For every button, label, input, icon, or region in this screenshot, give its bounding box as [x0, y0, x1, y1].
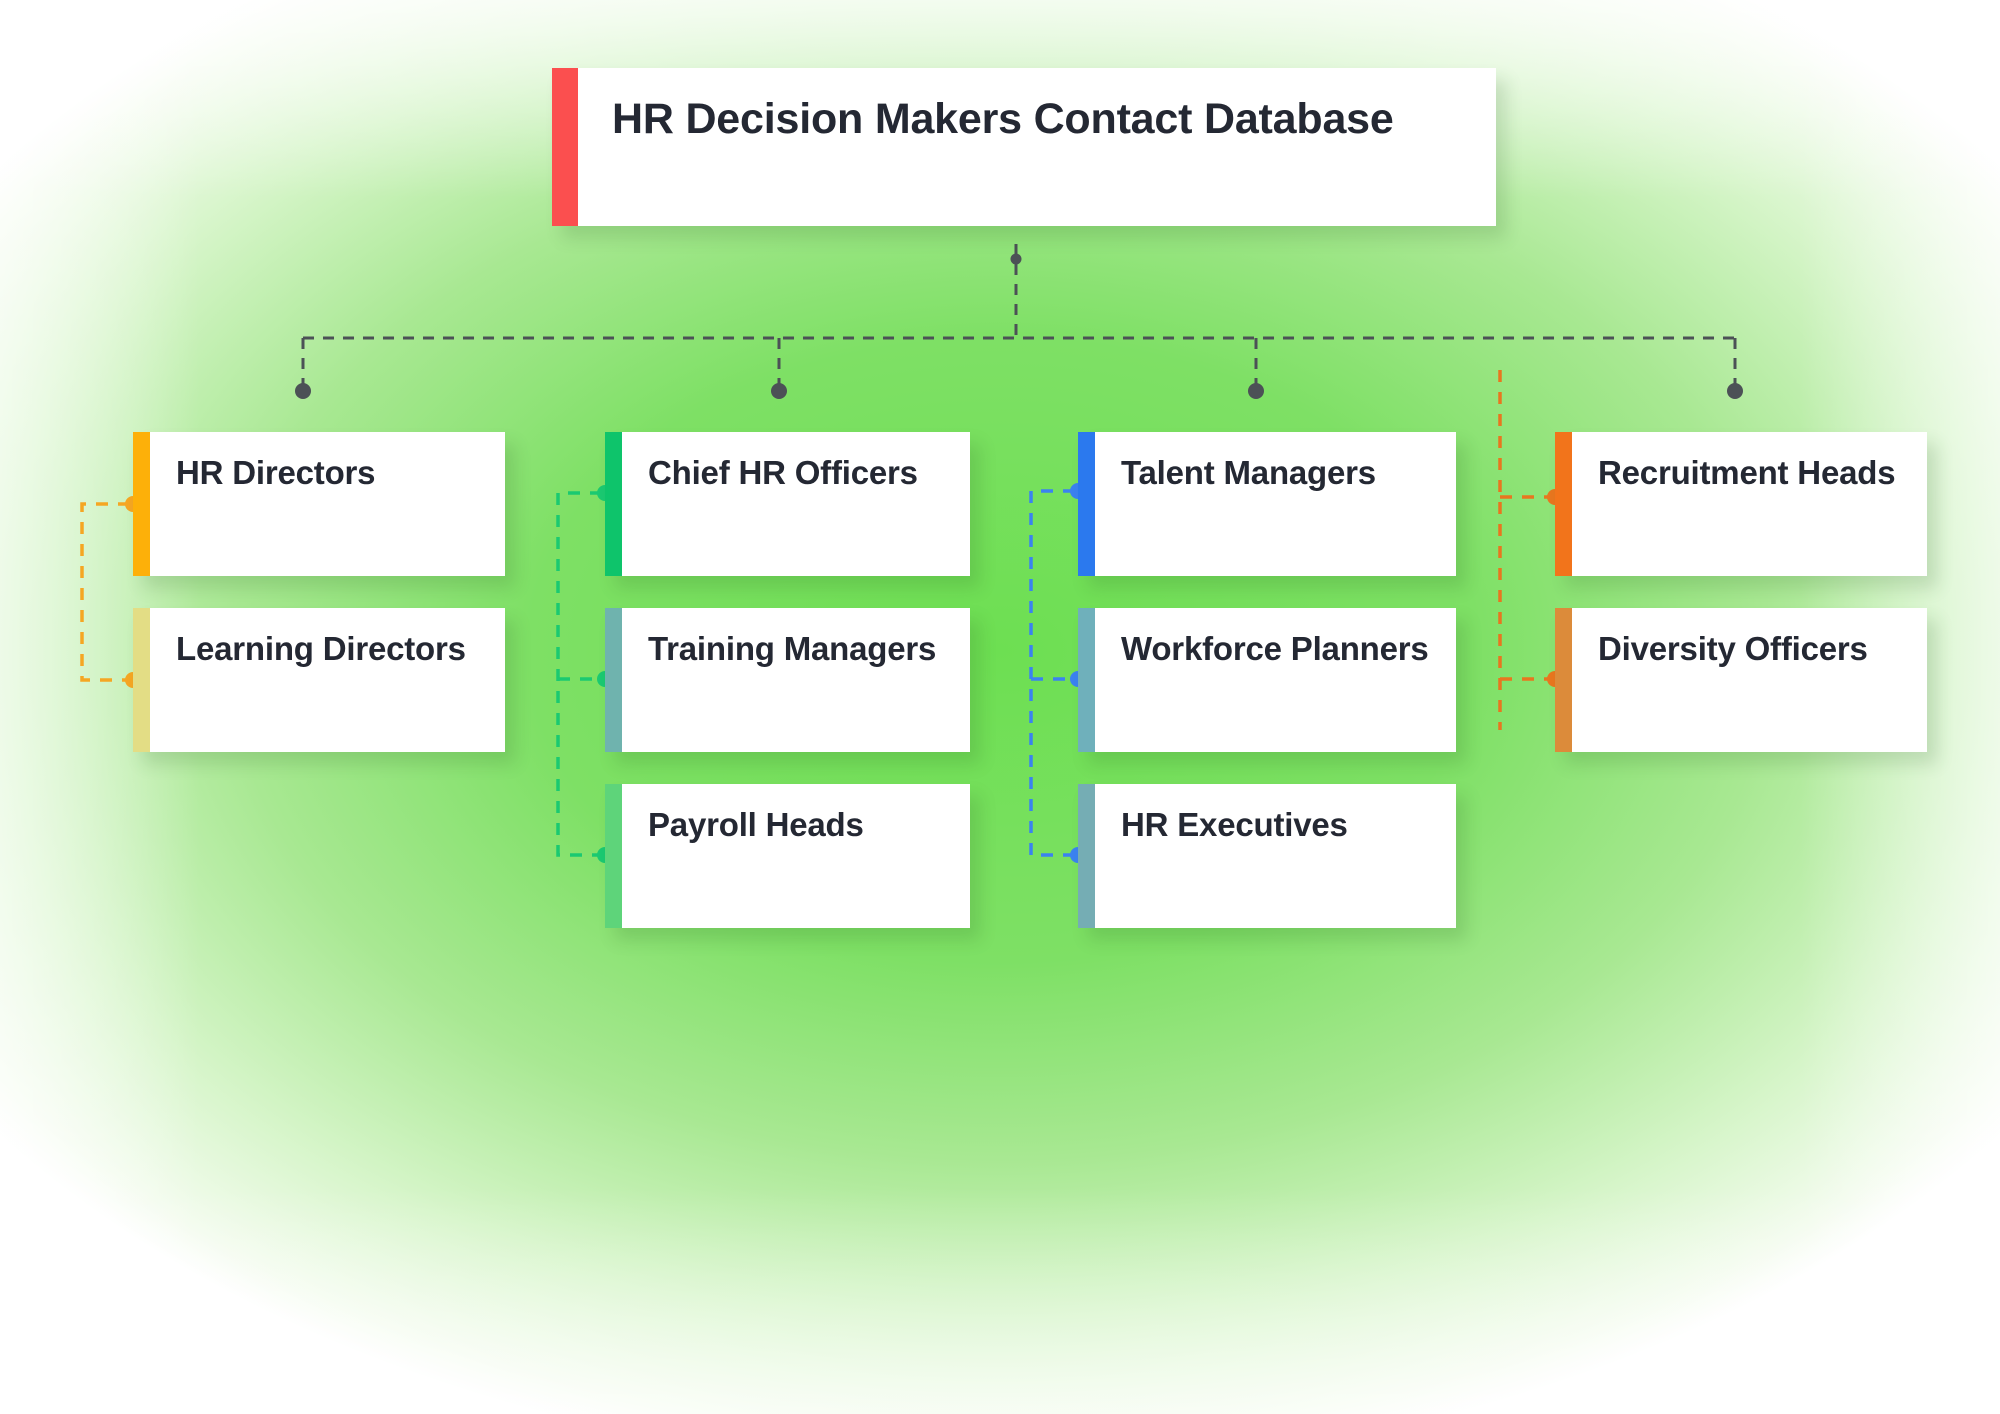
node-body: Learning Directors — [150, 608, 505, 752]
page-title: HR Decision Makers Contact Database — [612, 95, 1394, 143]
node-payroll-heads[interactable]: Payroll Heads — [605, 784, 970, 928]
node-workforce-planners[interactable]: Workforce Planners — [1078, 608, 1456, 752]
node-body: Chief HR Officers — [622, 432, 970, 576]
node-label: HR Executives — [1121, 806, 1348, 843]
node-label: Diversity Officers — [1598, 630, 1868, 667]
node-accent-bar — [605, 784, 622, 928]
node-training-managers[interactable]: Training Managers — [605, 608, 970, 752]
node-body: Workforce Planners — [1095, 608, 1456, 752]
node-accent-bar — [133, 432, 150, 576]
node-label: HR Directors — [176, 454, 376, 491]
node-label: Payroll Heads — [648, 806, 864, 843]
title-card-body: HR Decision Makers Contact Database — [578, 68, 1496, 226]
diagram-title-card[interactable]: HR Decision Makers Contact Database — [552, 68, 1496, 226]
node-body: Recruitment Heads — [1572, 432, 1927, 576]
node-accent-bar — [133, 608, 150, 752]
node-accent-bar — [605, 432, 622, 576]
node-talent-managers[interactable]: Talent Managers — [1078, 432, 1456, 576]
node-hr-executives[interactable]: HR Executives — [1078, 784, 1456, 928]
node-label: Workforce Planners — [1121, 630, 1429, 667]
node-accent-bar — [1078, 432, 1095, 576]
node-hr-directors[interactable]: HR Directors — [133, 432, 505, 576]
node-accent-bar — [1078, 784, 1095, 928]
title-accent-bar — [552, 68, 578, 226]
node-body: Diversity Officers — [1572, 608, 1927, 752]
node-accent-bar — [1555, 432, 1572, 576]
node-body: Talent Managers — [1095, 432, 1456, 576]
node-learning-directors[interactable]: Learning Directors — [133, 608, 505, 752]
node-body: Training Managers — [622, 608, 970, 752]
node-body: Payroll Heads — [622, 784, 970, 928]
node-chief-hr-officers[interactable]: Chief HR Officers — [605, 432, 970, 576]
node-body: HR Directors — [150, 432, 505, 576]
node-diversity-officers[interactable]: Diversity Officers — [1555, 608, 1927, 752]
node-label: Recruitment Heads — [1598, 454, 1896, 491]
node-label: Learning Directors — [176, 630, 466, 667]
node-accent-bar — [1078, 608, 1095, 752]
node-accent-bar — [605, 608, 622, 752]
node-label: Training Managers — [648, 630, 937, 667]
node-label: Chief HR Officers — [648, 454, 918, 491]
node-body: HR Executives — [1095, 784, 1456, 928]
node-recruitment-heads[interactable]: Recruitment Heads — [1555, 432, 1927, 576]
node-label: Talent Managers — [1121, 454, 1376, 491]
node-accent-bar — [1555, 608, 1572, 752]
